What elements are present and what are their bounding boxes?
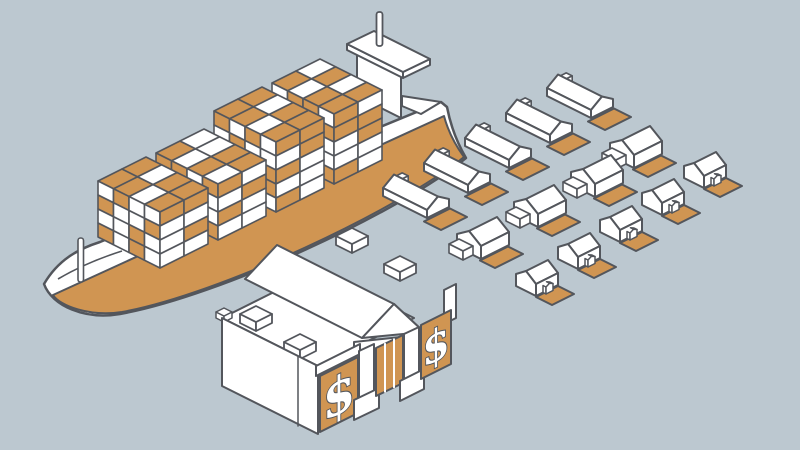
house-pad (546, 132, 591, 156)
bow-mast (77, 237, 85, 283)
door-front (629, 228, 638, 241)
gable-wall (549, 120, 573, 144)
gable-wall (641, 189, 663, 216)
container-side (299, 173, 325, 201)
house-small (515, 259, 575, 306)
house-medium (505, 184, 581, 237)
door-front (671, 201, 680, 214)
pediment (361, 303, 425, 339)
house-large (423, 147, 509, 206)
container-top (179, 128, 221, 150)
house-pad (464, 182, 509, 206)
house-small (683, 151, 743, 198)
container-top (295, 58, 337, 80)
bridge-mast (375, 11, 384, 47)
house-medium (448, 216, 524, 269)
house-large (464, 122, 550, 181)
gable-wall (426, 195, 450, 219)
column-base (353, 387, 380, 421)
door-front (587, 255, 596, 268)
house-pad (505, 157, 550, 181)
house-large (546, 72, 632, 131)
roof-skylight-a-top (335, 227, 369, 245)
wing-skylight-b-top (283, 333, 317, 351)
container-side (183, 229, 209, 257)
porch-side (462, 245, 474, 261)
container-ship (42, 11, 468, 317)
door-front (545, 282, 554, 295)
gable-wall (515, 270, 537, 297)
gable-wall (590, 95, 614, 119)
house-medium (601, 125, 677, 178)
bank-dollar-panel (420, 309, 452, 380)
house-small (557, 232, 617, 279)
container-top (121, 156, 163, 178)
house-pad (587, 107, 632, 131)
container-top (237, 86, 279, 108)
wing-front-wall (221, 317, 319, 435)
bow-deck-line (57, 250, 123, 280)
house-large (505, 97, 591, 156)
gable-wall (508, 145, 532, 169)
wing-skylight-a-top (239, 305, 273, 323)
roof-skylight-b-top (383, 255, 417, 273)
house-pad (423, 207, 468, 231)
container-side (357, 145, 383, 173)
bank-building: $$ (215, 227, 457, 436)
porch-side (519, 213, 531, 229)
bridge-wing-top (346, 30, 431, 73)
ship-bridge (346, 11, 431, 119)
house-large (382, 172, 468, 231)
gable-wall (683, 162, 705, 189)
gable-wall (599, 216, 621, 243)
parapet-notch-top (215, 307, 233, 317)
house-medium (562, 154, 638, 207)
house-small (641, 178, 701, 225)
house-small (599, 205, 659, 252)
door-front (713, 174, 722, 187)
houses-grid (382, 72, 743, 306)
gable-wall (467, 170, 491, 194)
porch-side (576, 183, 588, 199)
container-side (241, 201, 267, 229)
column-base (399, 368, 425, 402)
gable-wall (557, 243, 579, 270)
cargo-block-3 (97, 156, 209, 269)
